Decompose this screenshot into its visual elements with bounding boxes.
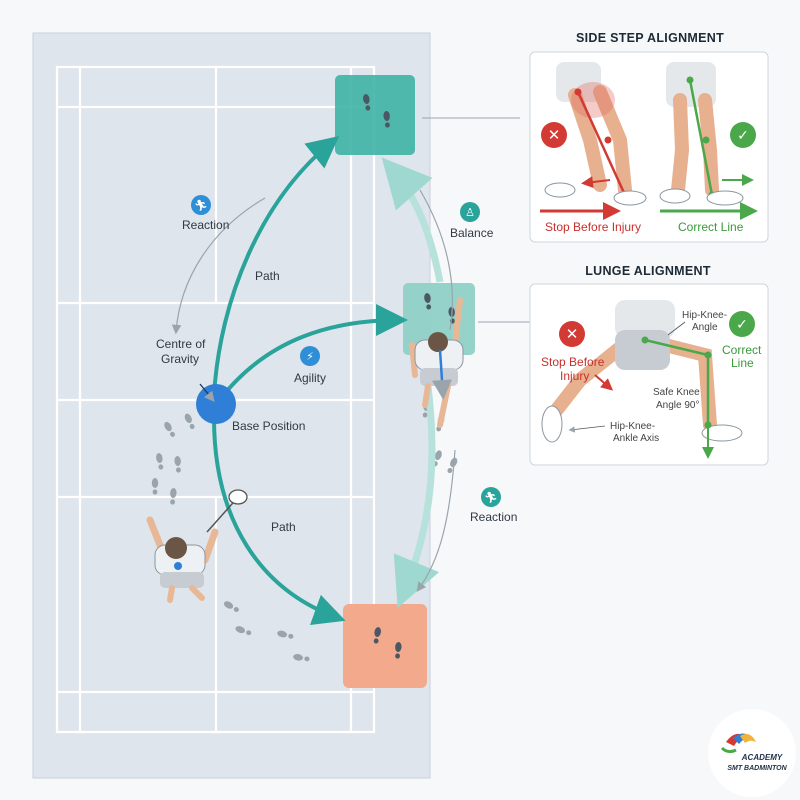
reaction-icon-right: 🏃︎ xyxy=(481,487,501,507)
agility-icon: ⚡ xyxy=(300,346,320,366)
lunge-correct-line2: Line xyxy=(731,356,754,370)
lunge-title: LUNGE ALIGNMENT xyxy=(585,264,711,278)
svg-text:🏃︎: 🏃︎ xyxy=(484,491,498,504)
lunge-safe-line1: Safe Knee xyxy=(653,387,700,398)
lunge-panel: ✕ ✓ Stop Before Injury Hip-Knee- Angle C… xyxy=(529,283,769,466)
path-arrow-rear xyxy=(212,417,346,625)
reaction-arc-top xyxy=(171,197,266,335)
side-step-correct-leg xyxy=(659,62,754,206)
path-arrow-front xyxy=(212,135,340,396)
lunge-axis-line2: Ankle Axis xyxy=(613,433,659,444)
label-path-top: Path xyxy=(255,269,280,283)
lunge-stop-line2: Injury xyxy=(560,369,589,383)
reaction-icon-top: 🏃︎ xyxy=(191,195,211,215)
label-balance: Balance xyxy=(450,226,494,240)
side-step-wrong-icon: ✕ xyxy=(541,122,567,148)
label-reaction-top: Reaction xyxy=(182,218,229,232)
label-reaction-right: Reaction xyxy=(470,510,517,524)
lunge-safe-line2: Angle 90° xyxy=(656,400,699,411)
side-step-title: SIDE STEP ALIGNMENT xyxy=(576,31,724,45)
side-step-wrong-caption: Stop Before Injury xyxy=(545,220,641,234)
target-front-right xyxy=(335,75,415,155)
lunge-hip-knee-line2: Angle xyxy=(692,322,718,333)
side-step-panel: ✕ ✓ Stop Before Injury Correct Line xyxy=(529,51,769,243)
player-figure-lunge xyxy=(409,297,464,428)
badminton-court xyxy=(32,32,431,779)
centre-of-gravity-marker xyxy=(196,384,236,424)
svg-text:⚡: ⚡ xyxy=(306,350,314,363)
academy-logo: ACADEMY SMT BADMINTON xyxy=(708,709,796,797)
return-arrow-lower xyxy=(393,364,440,608)
label-agility: Agility xyxy=(294,371,326,385)
svg-text:♙: ♙ xyxy=(465,206,475,219)
label-centre-of-gravity-2: Gravity xyxy=(161,352,199,366)
lunge-correct-line1: Correct xyxy=(722,343,762,357)
svg-text:✓: ✓ xyxy=(736,317,748,333)
balance-icon: ♙ xyxy=(460,202,480,222)
return-arrow-upper xyxy=(381,157,444,283)
side-step-correct-caption: Correct Line xyxy=(678,220,744,234)
side-step-correct-icon: ✓ xyxy=(730,122,756,148)
logo-line2: SMT BADMINTON xyxy=(727,765,787,772)
label-base-position: Base Position xyxy=(232,419,305,433)
reaction-arc-right xyxy=(419,189,453,331)
lunge-correct-icon: ✓ xyxy=(729,311,755,337)
lunge-wrong-icon: ✕ xyxy=(559,321,585,347)
svg-text:✓: ✓ xyxy=(737,128,749,144)
target-rear-right xyxy=(343,604,427,688)
lunge-hip-knee-line1: Hip-Knee- xyxy=(682,310,727,321)
reaction-arc-right-lower xyxy=(416,449,456,592)
label-centre-of-gravity-1: Centre of xyxy=(156,337,206,351)
lunge-axis-line1: Hip-Knee- xyxy=(610,421,655,432)
path-arrow-mid xyxy=(224,304,408,394)
lunge-stop-line1: Stop Before xyxy=(541,355,605,369)
svg-text:✕: ✕ xyxy=(566,325,579,343)
player-figure-base xyxy=(146,489,248,603)
side-step-wrong-leg xyxy=(544,62,647,206)
svg-text:✕: ✕ xyxy=(548,126,561,144)
logo-line1: ACADEMY xyxy=(741,753,783,762)
label-path-bottom: Path xyxy=(271,520,296,534)
svg-text:🏃︎: 🏃︎ xyxy=(194,199,208,212)
